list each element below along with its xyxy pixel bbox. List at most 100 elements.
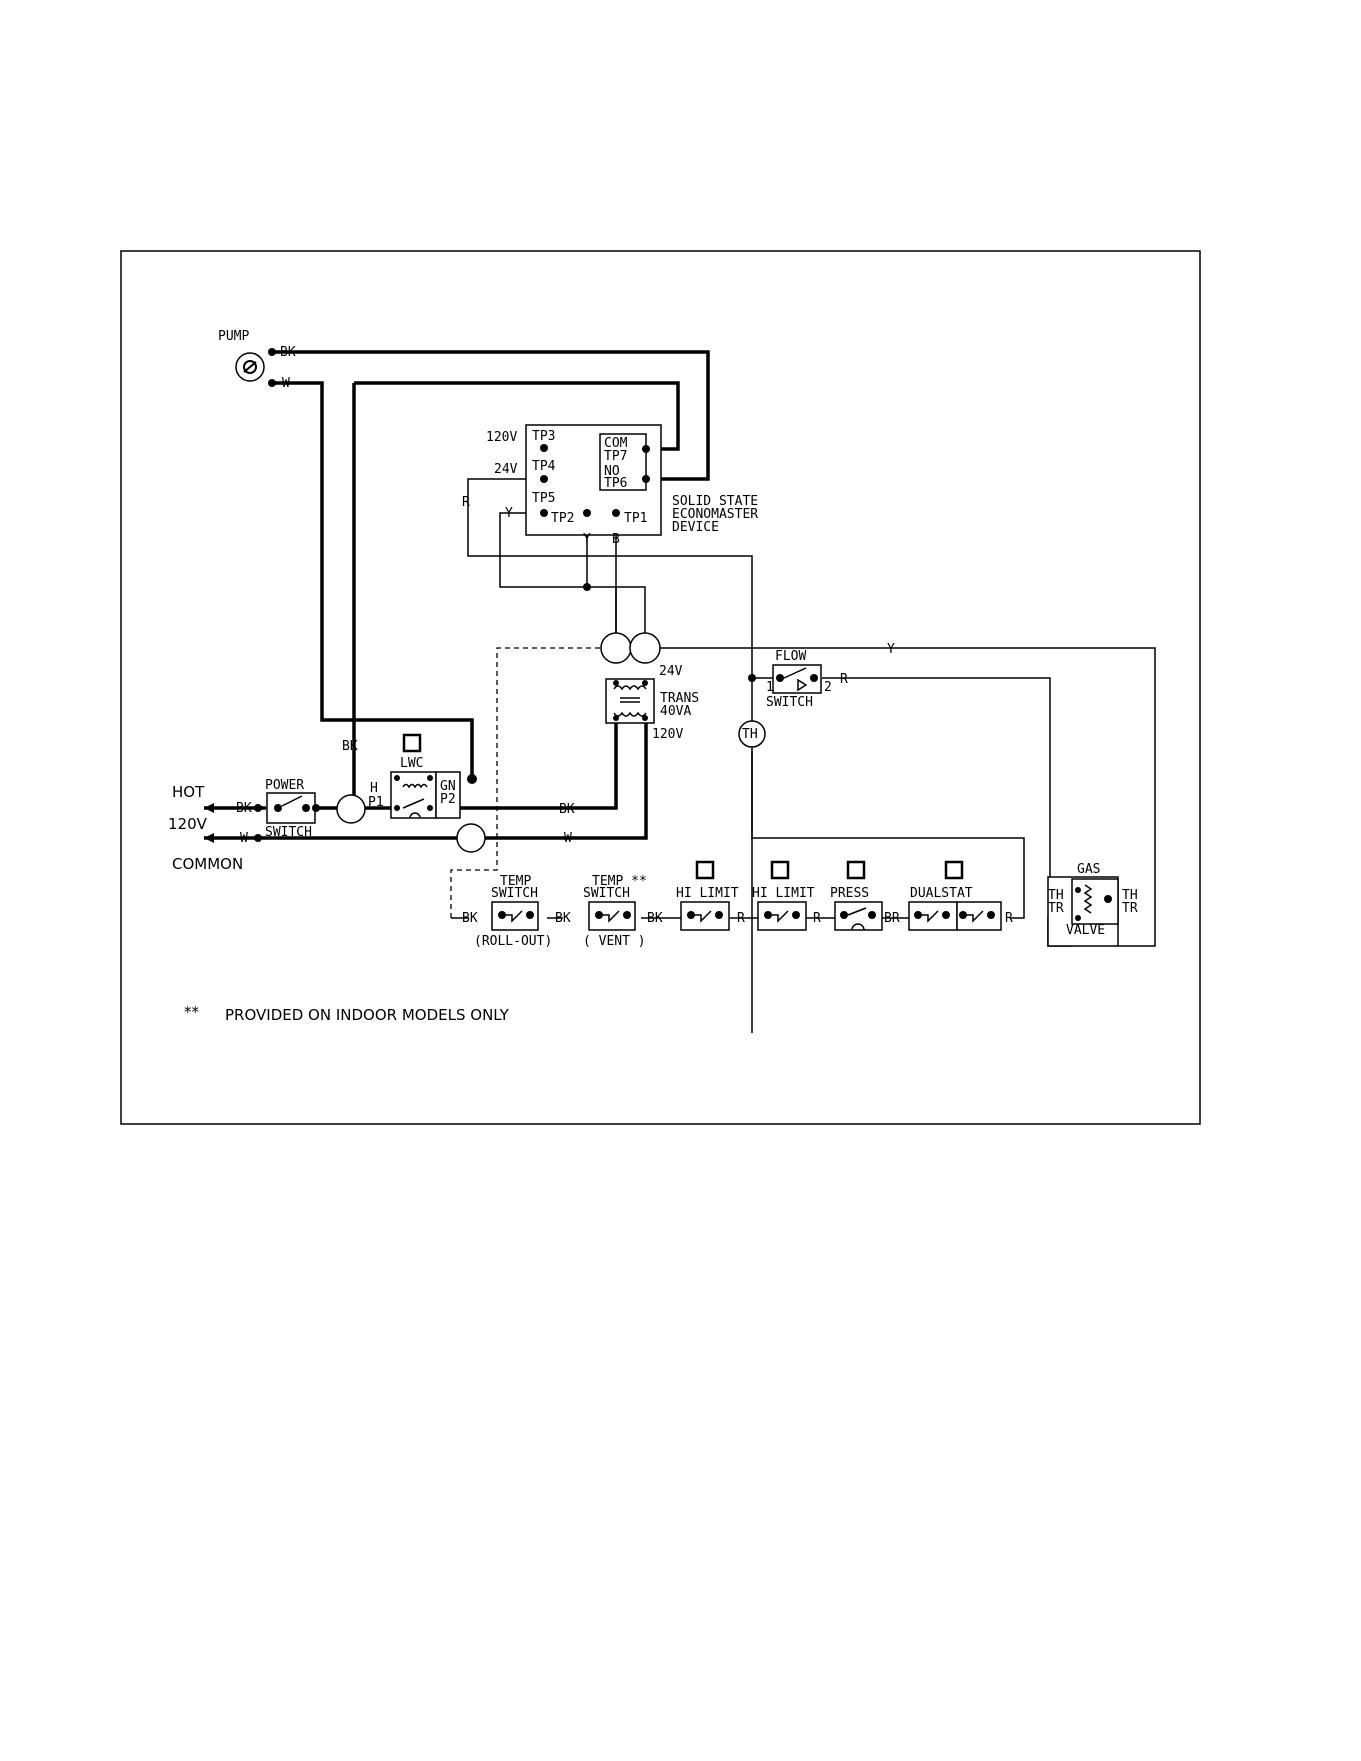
tp1-label: TP1 bbox=[624, 511, 647, 526]
rollout-label: (ROLL-OUT) bbox=[474, 934, 552, 949]
vent-label: ( VENT ) bbox=[583, 934, 646, 949]
tp3-label: TP3 bbox=[532, 429, 555, 444]
chain-r-label-3: R bbox=[1005, 911, 1013, 926]
transformer: 24V TRANS 40VA 120V bbox=[600, 632, 699, 742]
tp5-label: TP5 bbox=[532, 491, 555, 506]
temp-switch-vent: TEMP ** SWITCH ( VENT ) bbox=[583, 874, 647, 949]
lwc-h-label: H bbox=[370, 781, 378, 796]
dualstat-label: DUALSTAT bbox=[910, 886, 973, 901]
hi-limit-2-reset-icon bbox=[770, 860, 790, 880]
press-label: PRESS bbox=[830, 886, 869, 901]
supply-terminals: BK W HOT 120V COMMON bbox=[168, 783, 262, 873]
gas-label: GAS bbox=[1077, 862, 1100, 877]
lwc-p2-label: P2 bbox=[440, 792, 456, 807]
lwc-gn-label: GN bbox=[440, 779, 456, 794]
valve-th-right-label: TH bbox=[1122, 888, 1138, 903]
valve-th-left-label: TH bbox=[1048, 888, 1064, 903]
tp3-voltage-label: 120V bbox=[486, 430, 517, 445]
flow-switch-label: SWITCH bbox=[766, 695, 813, 710]
footnote-text: PROVIDED ON INDOOR MODELS ONLY bbox=[225, 1006, 510, 1024]
power-switch: POWER SWITCH bbox=[265, 778, 320, 840]
dualstat: DUALSTAT bbox=[908, 860, 1002, 931]
flow-label: FLOW bbox=[775, 649, 806, 664]
footnote: ** PROVIDED ON INDOOR MODELS ONLY bbox=[184, 1003, 510, 1024]
supply-voltage-label: 120V bbox=[168, 815, 208, 833]
temp-rollout-switch-label: SWITCH bbox=[491, 886, 538, 901]
economaster-device: 120V TP3 24V TP4 TP5 TP2 TP1 COM TP7 NO … bbox=[486, 424, 758, 536]
pump-label: PUMP bbox=[218, 329, 249, 344]
valve-tr-right-label: TR bbox=[1122, 901, 1138, 916]
hi-limit-2-label: HI LIMIT bbox=[752, 886, 815, 901]
dashed-wire bbox=[450, 647, 600, 918]
flow-switch: FLOW SWITCH 1 2 R bbox=[748, 649, 848, 710]
device-label-line1: SOLID STATE bbox=[672, 494, 758, 509]
power-label: POWER bbox=[265, 778, 304, 793]
tp2-label: TP2 bbox=[551, 511, 574, 526]
dualstat-reset-icon bbox=[944, 860, 964, 880]
pump: PUMP BK W bbox=[218, 329, 296, 391]
pump-bk-label: BK bbox=[280, 345, 296, 360]
trans-24v-label: 24V bbox=[659, 664, 683, 679]
chain-bk-label-1: BK bbox=[462, 911, 478, 926]
common-w-label: W bbox=[240, 831, 248, 846]
press-reset-icon bbox=[846, 860, 866, 880]
temp-switch-rollout: TEMP SWITCH (ROLL-OUT) bbox=[474, 874, 552, 949]
wire-bk-lwc-label: BK bbox=[559, 802, 575, 817]
junction-dot bbox=[583, 583, 591, 591]
lwc-label: LWC bbox=[400, 756, 423, 771]
flow-terminal-1: 1 bbox=[766, 680, 774, 695]
valve-label: VALVE bbox=[1066, 923, 1105, 938]
tp4-label: TP4 bbox=[532, 459, 556, 474]
footnote-marker: ** bbox=[184, 1003, 200, 1021]
trans-label-line1: TRANS bbox=[660, 691, 699, 706]
thermostat-connector: TH bbox=[738, 720, 766, 748]
hot-bk-label: BK bbox=[236, 801, 252, 816]
line-voltage-wires bbox=[204, 350, 710, 840]
lwc-control: LWC H P1 GN P2 bbox=[368, 733, 477, 819]
wire-r-label: R bbox=[462, 495, 470, 510]
tp4-voltage-label: 24V bbox=[494, 462, 518, 477]
diagram-frame bbox=[120, 250, 1201, 1125]
chain-br-label: BR bbox=[884, 911, 900, 926]
com-label: COM bbox=[604, 436, 628, 451]
power-switch-label: SWITCH bbox=[265, 825, 312, 840]
wire-bk-vertical-label: BK bbox=[342, 739, 358, 754]
wire-y-label: Y bbox=[505, 506, 513, 521]
chain-bk-label-2: BK bbox=[555, 911, 571, 926]
temp-rollout-label: TEMP bbox=[500, 874, 531, 889]
pressure-switch: PRESS bbox=[830, 860, 883, 931]
no-label: NO bbox=[604, 464, 620, 479]
wire-y-tp2-label: Y bbox=[583, 532, 591, 547]
hi-limit-2: HI LIMIT bbox=[752, 860, 815, 931]
lwc-reset-icon bbox=[402, 733, 422, 753]
connector-circle bbox=[456, 823, 486, 853]
th-label: TH bbox=[742, 727, 758, 742]
temp-vent-label: TEMP ** bbox=[592, 874, 647, 889]
flow-terminal-2: 2 bbox=[824, 680, 832, 695]
chain-r-label-2: R bbox=[813, 911, 821, 926]
valve-tr-left-label: TR bbox=[1048, 901, 1064, 916]
hi-limit-1-reset-icon bbox=[695, 860, 715, 880]
hi-limit-1-label: HI LIMIT bbox=[676, 886, 739, 901]
trans-label-line2: 40VA bbox=[660, 704, 691, 719]
device-label-line3: DEVICE bbox=[672, 520, 719, 535]
wire-y-right-label: Y bbox=[887, 642, 895, 657]
trans-120v-label: 120V bbox=[652, 727, 683, 742]
chain-r-label-1: R bbox=[737, 911, 745, 926]
chain-bk-label-3: BK bbox=[647, 911, 663, 926]
pump-w-label: W bbox=[282, 376, 290, 391]
lwc-p1-label: P1 bbox=[368, 795, 384, 810]
flow-r-label: R bbox=[840, 672, 848, 687]
wire-b-tp1-label: B bbox=[612, 532, 620, 547]
wire-w-common-label: W bbox=[564, 831, 572, 846]
tp7-label: TP7 bbox=[604, 449, 627, 464]
gas-valve: GAS VALVE TH TR TH TR bbox=[1047, 862, 1138, 947]
common-label: COMMON bbox=[172, 855, 243, 873]
hot-label: HOT bbox=[172, 783, 205, 801]
temp-vent-switch-label: SWITCH bbox=[583, 886, 630, 901]
tp6-label: TP6 bbox=[604, 476, 627, 491]
low-voltage-wires bbox=[451, 478, 1156, 1033]
hi-limit-1: HI LIMIT bbox=[676, 860, 739, 931]
device-label-line2: ECONOMASTER bbox=[672, 507, 758, 522]
